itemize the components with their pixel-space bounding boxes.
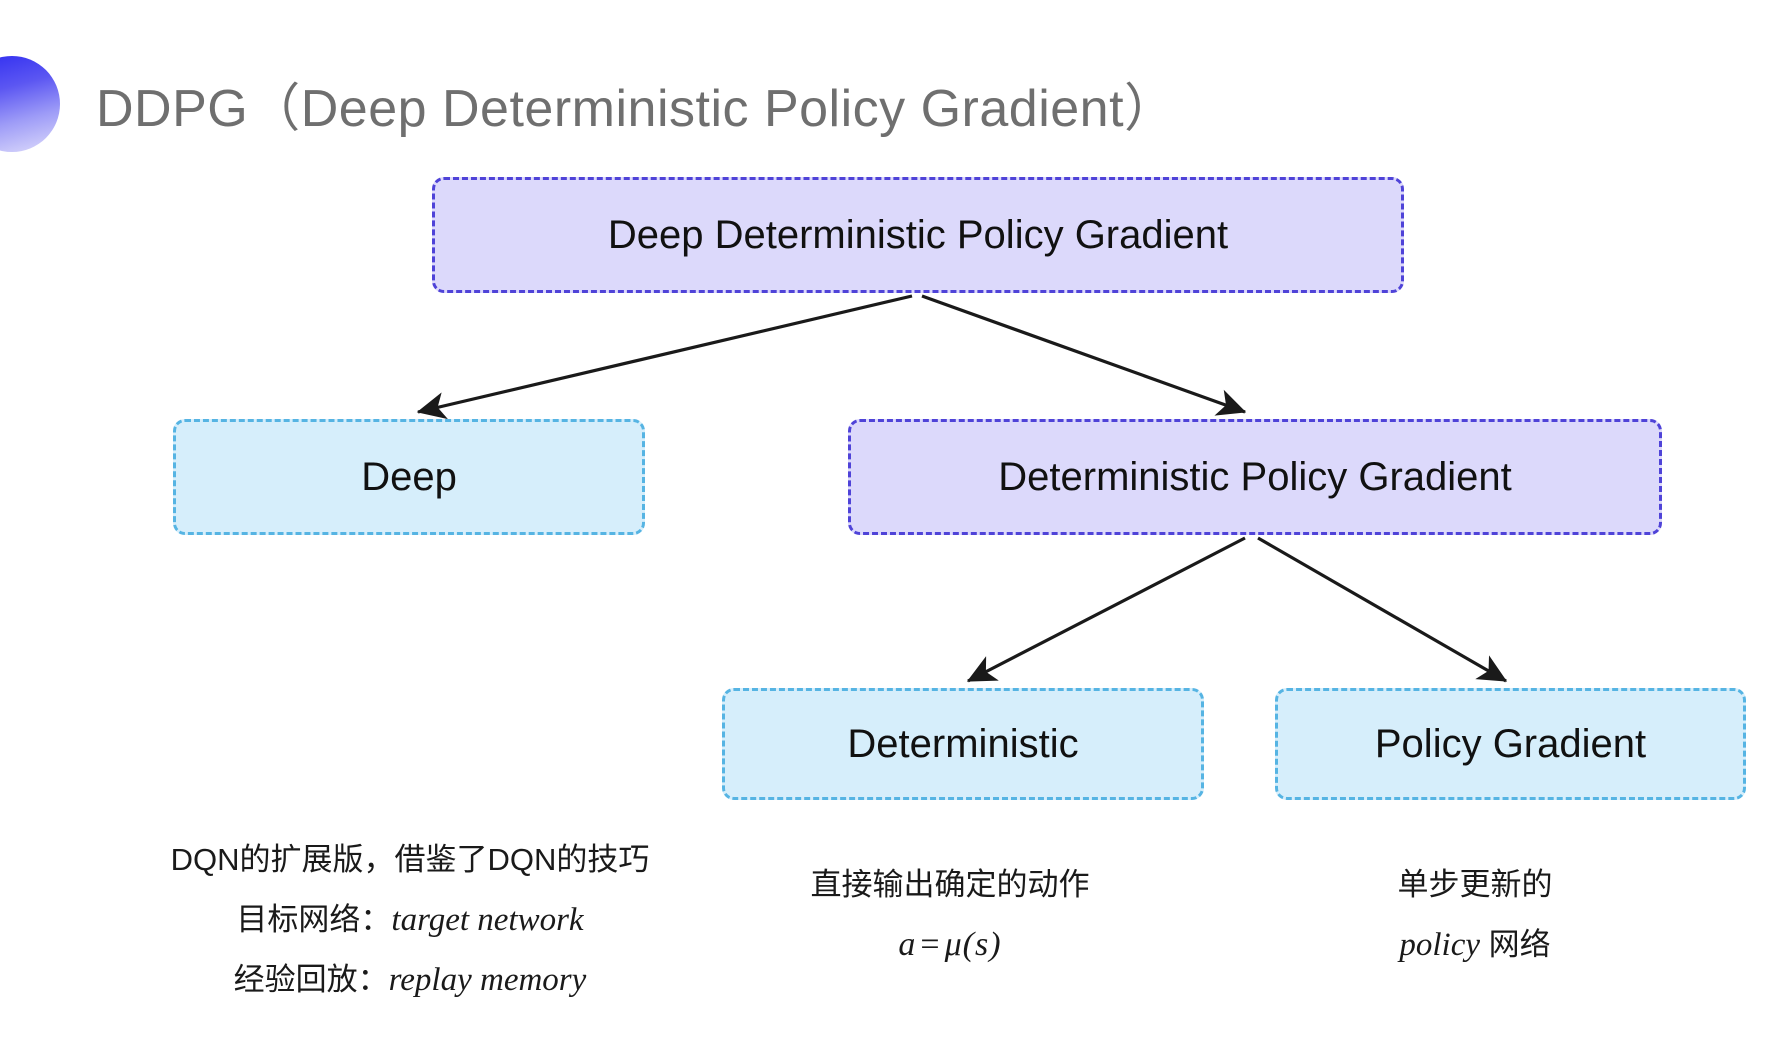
diagram-node-deterministic-policy-gradient[interactable]: Deterministic Policy Gradient: [848, 419, 1662, 535]
annotation-line: DQN的扩展版，借鉴了DQN的技巧: [170, 842, 650, 877]
annotation-suffix: 网络: [1480, 927, 1551, 962]
annotation-term: policy: [1399, 927, 1480, 963]
diagram-node-deterministic[interactable]: Deterministic: [722, 688, 1204, 800]
decorative-circle-accent: [0, 56, 60, 152]
annotation-deep: DQN的扩展版，借鉴了DQN的技巧 目标网络：target network 经验…: [150, 830, 670, 1010]
annotation-label: 目标网络：: [236, 902, 392, 937]
annotation-line: 目标网络：target network: [150, 890, 670, 950]
annotation-term: target network: [391, 902, 584, 938]
page-title: DDPG（Deep Deterministic Policy Gradient）: [96, 80, 1177, 138]
annotation-formula: a=μ(s): [770, 915, 1130, 975]
diagram-node-root[interactable]: Deep Deterministic Policy Gradient: [432, 177, 1404, 293]
annotation-policy-gradient: 单步更新的 policy 网络: [1310, 855, 1640, 975]
node-label: Deep: [361, 454, 457, 499]
formula-lhs: a: [898, 926, 917, 963]
edge-root-to-deep: [416, 294, 913, 420]
diagram-node-deep[interactable]: Deep: [173, 419, 645, 535]
annotation-line: 经验回放：replay memory: [150, 950, 670, 1010]
node-label: Deep Deterministic Policy Gradient: [607, 212, 1229, 257]
annotation-line: 直接输出确定的动作: [810, 867, 1090, 902]
edge-dpg-to-deterministic: [966, 536, 1246, 683]
formula-operator: =: [920, 926, 941, 963]
node-label: Deterministic Policy Gradient: [998, 454, 1512, 499]
formula-rhs: μ(s): [944, 926, 1002, 963]
annotation-line: 单步更新的: [1397, 867, 1553, 902]
annotation-deterministic: 直接输出确定的动作 a=μ(s): [770, 855, 1130, 975]
diagram-node-policy-gradient[interactable]: Policy Gradient: [1275, 688, 1746, 800]
edge-root-to-dpg: [921, 294, 1247, 416]
edge-dpg-to-policy-gradient: [1257, 536, 1508, 683]
annotation-term: replay memory: [388, 962, 587, 998]
node-label: Deterministic: [847, 721, 1079, 766]
annotation-line: policy 网络: [1310, 915, 1640, 975]
node-label: Policy Gradient: [1374, 721, 1647, 766]
annotation-label: 经验回放：: [233, 962, 389, 997]
